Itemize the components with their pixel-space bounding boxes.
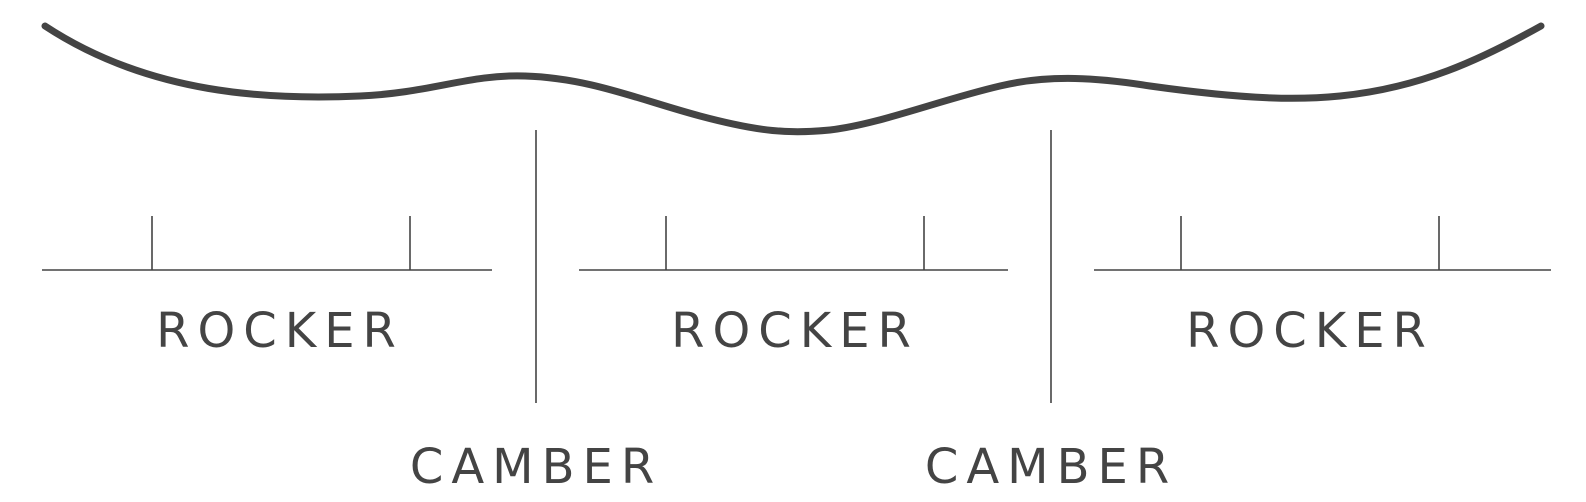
zone-3-label: ROCKER [1186, 303, 1434, 359]
rocker-zone-1: ROCKER [42, 216, 492, 359]
zone-2-label: ROCKER [671, 303, 919, 359]
rocker-zone-3: ROCKER [1094, 216, 1551, 359]
camber-label-2: CAMBER [925, 439, 1177, 495]
camber-label-1: CAMBER [410, 439, 662, 495]
rocker-zone-2: ROCKER [579, 216, 1008, 359]
board-profile-curve [41, 22, 1545, 136]
zone-1-label: ROCKER [156, 303, 404, 359]
